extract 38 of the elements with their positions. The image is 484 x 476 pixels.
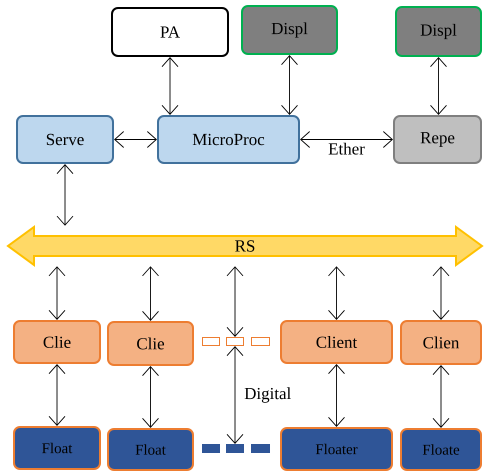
floater-box: Float (13, 426, 101, 470)
arrow (430, 57, 447, 115)
process-box: Serve (16, 115, 114, 164)
arrow (226, 346, 244, 444)
arrow (48, 266, 66, 320)
display-box: Displ (395, 6, 482, 57)
arrow (432, 266, 450, 320)
client-box: Clien (400, 320, 482, 365)
arrow (281, 55, 298, 115)
arrow (300, 131, 393, 148)
arrow (432, 365, 450, 428)
arrow (162, 57, 178, 115)
arrow (142, 366, 159, 428)
arrow (328, 266, 345, 320)
ellipsis-box (226, 444, 244, 453)
arrow (114, 131, 157, 148)
ellipsis-box (202, 444, 220, 453)
repeater-box: Repe (393, 115, 482, 164)
label-box: PA (111, 7, 229, 57)
client-box: Clie (107, 321, 194, 366)
arrow (226, 266, 244, 337)
arrow (142, 266, 159, 321)
arrow (56, 164, 74, 226)
edge-label: Digital (244, 387, 291, 403)
floater-box: Float (107, 428, 194, 471)
ellipsis-box (251, 337, 270, 346)
edge-label: Ether (328, 142, 365, 155)
floater-box: Floater (280, 427, 393, 471)
client-box: Client (280, 320, 393, 364)
client-box: Clie (13, 320, 101, 364)
ellipsis-box (226, 337, 244, 346)
ellipsis-box (251, 444, 270, 453)
arrow (48, 364, 66, 426)
floater-box: Floate (400, 428, 482, 471)
arrow (328, 364, 345, 427)
display-box: Displ (241, 5, 338, 55)
process-box: MicroProc (157, 115, 300, 164)
ellipsis-box (202, 337, 220, 346)
